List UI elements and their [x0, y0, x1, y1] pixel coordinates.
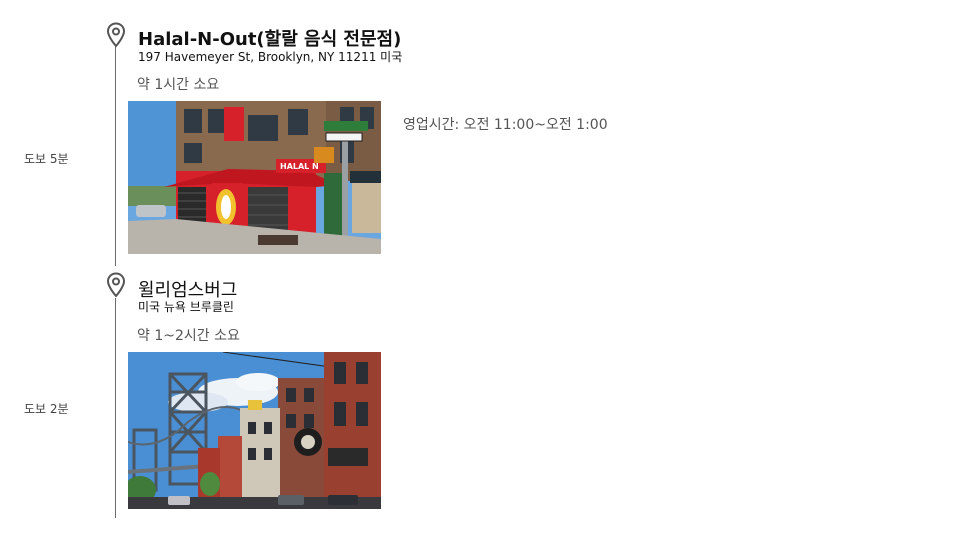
place-address: 197 Havemeyer St, Brooklyn, NY 11211 미국 — [138, 50, 403, 64]
map-pin-icon — [106, 272, 126, 298]
visit-duration: 약 1~2시간 소요 — [137, 328, 240, 344]
timeline-line-1 — [115, 46, 116, 266]
timeline-line-2 — [115, 298, 116, 518]
place-title[interactable]: Halal-N-Out(할랄 음식 전문점) — [138, 29, 402, 50]
walk-time-label: 도보 5분 — [24, 152, 69, 166]
opening-hours: 영업시간: 오전 11:00~오전 1:00 — [403, 117, 608, 133]
svg-text:HALAL N: HALAL N — [280, 162, 319, 171]
place-photo-williamsburg[interactable] — [128, 352, 381, 509]
map-pin-icon — [106, 22, 126, 48]
place-title[interactable]: 윌리엄스버그 — [138, 280, 238, 301]
visit-duration: 약 1시간 소요 — [137, 77, 220, 93]
place-address: 미국 뉴욕 브루클린 — [138, 300, 234, 314]
walk-time-label: 도보 2분 — [24, 402, 69, 416]
place-photo-halal-n-out[interactable]: HALAL N — [128, 101, 381, 254]
